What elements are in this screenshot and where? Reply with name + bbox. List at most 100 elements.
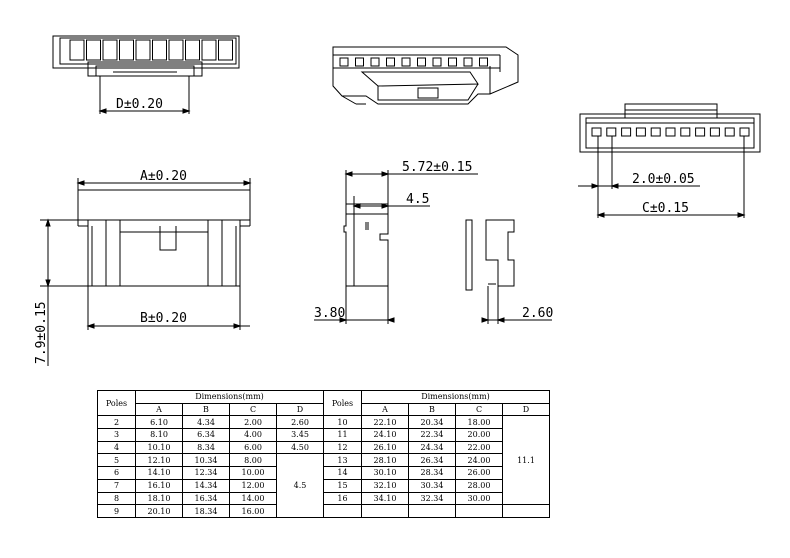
pin-cavity [102,39,118,61]
cell-poles: 8 [97,491,136,506]
cell-c: 28.00 [455,478,503,493]
pin-cavity [401,57,411,67]
cell-b: 22.34 [408,428,456,442]
empty-cell [502,504,550,518]
col-c-left: C [229,402,277,417]
pin-cavity [386,57,395,67]
pin-cavity [665,127,676,137]
empty-cell [408,504,456,518]
cell-b: 6.34 [182,428,230,442]
cell-b: 20.34 [408,415,456,430]
dim-572-label: 5.72±0.15 [402,160,472,175]
cell-b: 32.34 [408,491,456,506]
top-view: D±0.20 [52,35,240,114]
cell-poles: 9 [97,504,136,518]
col-d-right: D [502,402,550,417]
cell-d-merged: 4.5 [276,453,324,518]
cell-a: 12.10 [135,453,183,468]
cell-b: 26.34 [408,453,456,468]
side-view: 5.72±0.15 4.5 3.80 [314,160,478,324]
col-c-right: C [455,402,503,417]
cell-poles: 3 [97,428,136,442]
cell-c: 22.00 [455,440,503,455]
cell-b: 30.34 [408,478,456,493]
cell-a: 34.10 [361,491,409,506]
dim-c-label: C±0.15 [642,201,689,216]
isometric-view [332,46,519,105]
pin-cavity [69,39,85,61]
empty-cell [361,504,409,518]
cell-poles: 14 [323,466,362,480]
cell-a: 16.10 [135,478,183,493]
pin-cavity [591,127,602,137]
dim-d-label: D±0.20 [116,97,163,112]
pin-cavity [339,57,349,67]
pin-cavity [355,57,364,67]
pin-cavity [201,39,217,61]
section-view: 2.60 [465,219,553,324]
cell-d: 3.45 [276,428,324,442]
dim-a-label: A±0.20 [140,169,187,184]
cell-a: 26.10 [361,440,409,455]
cell-d-merged: 11.1 [502,415,550,506]
dim-height-label: 7.9±0.15 [34,301,49,364]
pin-cavity [724,127,735,137]
cell-c: 30.00 [455,491,503,506]
cell-poles: 12 [323,440,362,455]
cell-poles: 4 [97,440,136,455]
col-b-left: B [182,402,230,417]
dimensions-header-right: Dimensions(mm) [361,390,550,404]
cell-c: 12.00 [229,478,277,493]
dim-380-label: 3.80 [314,306,345,321]
cell-a: 14.10 [135,466,183,480]
cell-b: 18.34 [182,504,230,518]
cell-b: 12.34 [182,466,230,480]
pin-cavity [135,39,151,61]
cell-poles: 13 [323,453,362,468]
pin-cavity [185,39,200,61]
pin-cavity [152,39,167,61]
cell-b: 8.34 [182,440,230,455]
pin-cavity [635,127,646,137]
col-a-left: A [135,402,183,417]
poles-header-right: Poles [323,389,362,417]
empty-cell [455,504,503,518]
cell-b: 10.34 [182,453,230,468]
pin-cavity [86,39,101,61]
cell-c: 26.00 [455,466,503,480]
col-d-left: D [276,402,324,417]
pin-cavity [695,127,706,137]
pin-cavity [417,57,426,67]
cell-a: 18.10 [135,491,183,506]
cell-poles: 5 [97,453,136,468]
front-view: A±0.20 B±0.20 7.9±0.15 [34,169,252,366]
cell-c: 10.00 [229,466,277,480]
cell-c: 18.00 [455,415,503,430]
cell-poles: 11 [323,428,362,442]
cell-d: 2.60 [276,415,324,430]
cell-poles: 10 [323,415,362,430]
pin-cavity [432,57,442,67]
cell-c: 2.00 [229,415,277,430]
cell-a: 24.10 [361,428,409,442]
pin-cavity [606,127,617,137]
cell-c: 20.00 [455,428,503,442]
cell-a: 20.10 [135,504,183,518]
cell-a: 6.10 [135,415,183,430]
cell-c: 6.00 [229,440,277,455]
cell-poles: 15 [323,478,362,493]
cell-c: 4.00 [229,428,277,442]
dim-260-label: 2.60 [522,306,553,321]
dim-b-label: B±0.20 [140,311,187,326]
dimensions-header-left: Dimensions(mm) [135,390,324,404]
pin-cavity [739,127,750,137]
pin-cavity [463,57,473,67]
pin-cavity [709,127,720,137]
cell-poles: 7 [97,478,136,493]
cell-d: 4.50 [276,440,324,455]
